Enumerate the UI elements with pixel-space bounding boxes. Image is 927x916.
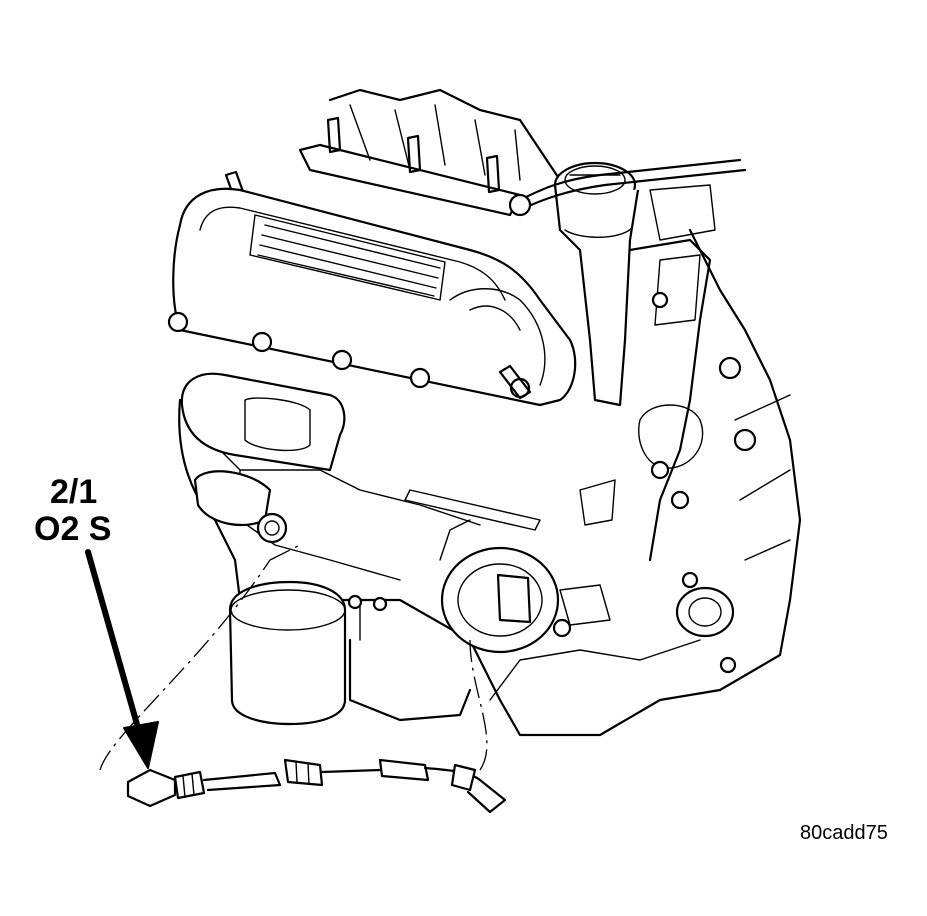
- intake-studs: [224, 116, 501, 205]
- crank-pulley: [439, 519, 560, 654]
- valve-cover-bolts: [167, 311, 532, 400]
- oil-filter: [228, 580, 347, 726]
- callout-label-sensor: O2 S: [34, 510, 112, 548]
- figure-id: 80cadd75: [800, 822, 888, 844]
- timing-cover: [628, 184, 757, 562]
- oil-pan: [347, 594, 472, 722]
- o2-sensor: [126, 768, 282, 808]
- valve-cover: [172, 187, 577, 407]
- location-leader: [99, 544, 488, 771]
- dipstick-tube: [508, 158, 747, 217]
- intake-manifold: [298, 88, 562, 217]
- callout-arrow: [85, 549, 159, 769]
- callout-label-number: 2/1: [50, 473, 98, 511]
- exhaust-manifold: [180, 372, 346, 544]
- lower-bracket: [404, 479, 737, 674]
- o2-sensor-connector: [283, 758, 507, 814]
